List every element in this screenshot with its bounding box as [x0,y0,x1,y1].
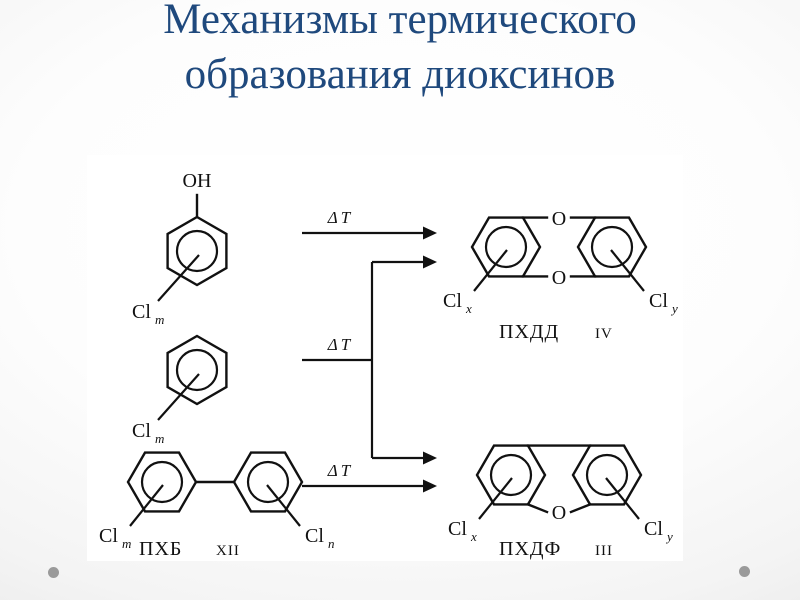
atom-label-cl-y-pcdf: Cl [644,518,663,540]
caption-pcdd: ПХДД [499,321,559,343]
subscript-x-pcdd: x [465,301,472,316]
decorative-dot-right [739,566,750,577]
caption-pcdf: ПХДФ [499,538,561,560]
atom-label-o-top-pcdd: O [552,208,566,230]
subscript-n-pcb: n [328,536,335,551]
subscript-m-pcb: m [122,536,131,551]
title-line-2: образования диоксинов [184,51,616,99]
subscript-m-benzene: m [155,431,164,446]
subscript-y-pcdd: y [670,301,678,316]
structure-pcb: Cl m Cl n ПХБ XII [99,451,335,560]
caption-numeral-pcb: XII [216,543,240,559]
atom-label-oh: OH [183,170,212,192]
structure-pcdf: O Cl x Cl y ПХДФ III [448,444,673,560]
atom-label-cl-m-benzene: Cl [132,420,151,442]
arrow-branch-trunk [370,255,437,465]
atom-label-cl-m-phenol: Cl [132,301,151,323]
structure-pcdd: O O Cl x Cl y ПХДД IV [443,208,678,343]
atom-label-cl-x-pcdd: Cl [443,290,462,312]
structure-chlorophenol: OH Cl m [132,170,228,327]
caption-numeral-pcdf: III [595,543,613,559]
subscript-m-phenol: m [155,312,164,327]
subscript-y-pcdf: y [665,529,673,544]
atom-label-cl-m-pcb: Cl [99,525,118,547]
caption-pcb: ПХБ [139,538,182,560]
atom-label-cl-y-pcdd: Cl [649,290,668,312]
title-line-1: Механизмы термического [163,0,637,43]
reaction-scheme-panel: OH Cl m Cl m Cl [87,155,683,561]
atom-label-cl-x-pcdf: Cl [448,518,467,540]
reaction-scheme-diagram: OH Cl m Cl m Cl [99,170,678,560]
structure-chlorobenzene: Cl m [132,334,228,446]
caption-numeral-pcdd: IV [595,326,613,342]
decorative-dot-left [48,567,59,578]
atom-label-o-pcdf: O [552,502,566,524]
subscript-x-pcdf: x [470,529,477,544]
atom-label-o-bottom-pcdd: O [552,267,566,289]
page-title: Механизмы термического образования диокс… [40,0,760,102]
atom-label-cl-n-pcb: Cl [305,525,324,547]
